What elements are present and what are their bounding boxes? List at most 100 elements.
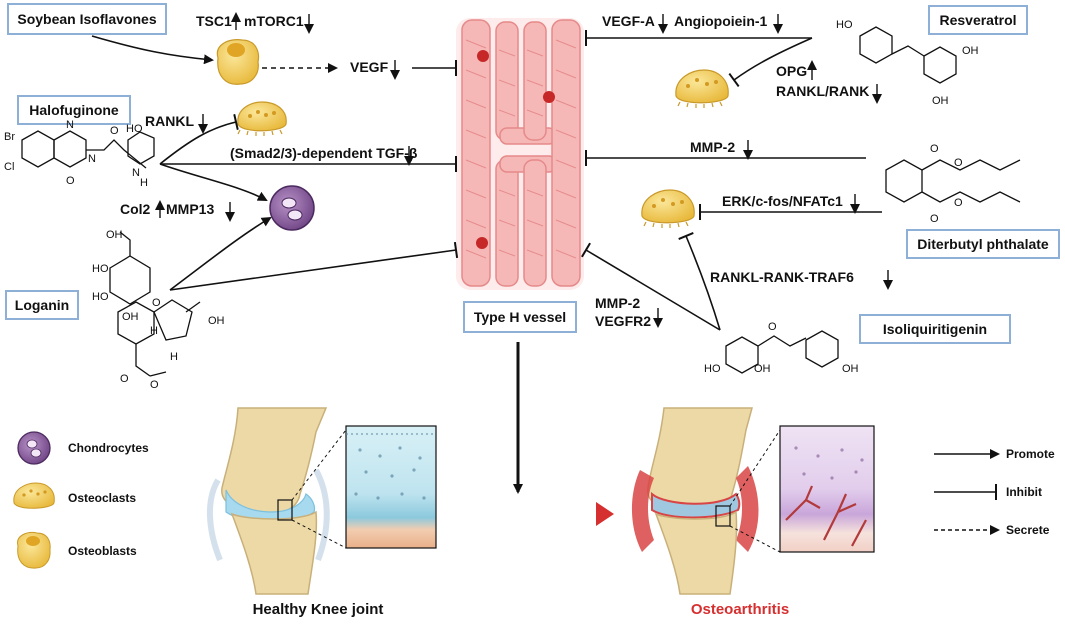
- inhibit-line: [678, 232, 721, 331]
- promote-arrow: [159, 163, 268, 201]
- legend-inhibit-label: Inhibit: [1006, 485, 1042, 499]
- bromine-atom: Br: [4, 131, 15, 143]
- resveratrol-structure: HO OH OH: [836, 19, 979, 107]
- nitrogen-atom: N: [132, 167, 140, 179]
- hydroxyl-group: OH: [962, 45, 979, 57]
- osteoblast-icon: [216, 39, 260, 85]
- hydroxyl-group: OH: [122, 311, 139, 323]
- diterbutyl-phthalate-label: Diterbutyl phthalate: [917, 236, 1049, 252]
- vegf-label: VEGF: [350, 59, 389, 75]
- hydroxyl-group: OH: [932, 95, 949, 107]
- legend-osteoclasts-label: Osteoclasts: [68, 491, 136, 505]
- oxygen-atom: O: [66, 175, 75, 187]
- smad-tgf-label: (Smad2/3)-dependent TGF-β: [230, 145, 418, 161]
- mtorc1-label: mTORC1: [244, 13, 304, 29]
- red-blood-cell: [543, 91, 555, 103]
- pathway-arrows: [91, 30, 882, 494]
- red-blood-cell: [476, 237, 488, 249]
- healthy-knee-illustration: [207, 407, 437, 595]
- soybean-pathway-labels: TSC1 mTORC1 VEGF: [196, 12, 400, 80]
- red-blood-cell: [477, 50, 489, 62]
- oxygen-atom: O: [150, 379, 159, 391]
- hydroxyl-group: OH: [106, 229, 123, 241]
- hydrogen-atom: H: [140, 177, 148, 189]
- osteoclast-icon: [641, 189, 695, 228]
- halofuginone-label: Halofuginone: [29, 102, 119, 118]
- soybean-isoflavones-label: Soybean Isoflavones: [17, 11, 156, 27]
- osteoclast-icon: [237, 101, 287, 136]
- oxygen-atom: O: [930, 143, 939, 155]
- hydroxyl-group: HO: [836, 19, 853, 31]
- legend-chondrocytes-label: Chondrocytes: [68, 441, 149, 455]
- inhibit-line: [728, 37, 813, 88]
- promote-arrow: [169, 216, 272, 291]
- legend-osteoblasts-label: Osteoblasts: [68, 544, 137, 558]
- halofuginone-pathway-labels: RANKL (Smad2/3)-dependent TGF-β Col2 MMP…: [120, 113, 418, 222]
- loganin-box: Loganin: [5, 290, 79, 320]
- oxygen-atom: O: [954, 197, 963, 209]
- oxygen-atom: O: [768, 321, 777, 333]
- diterbutyl-pathway-labels: MMP-2 ERK/c-fos/NFATc1: [690, 139, 860, 214]
- vegfr2-label: VEGFR2: [595, 313, 651, 329]
- chondrocyte-icon: [269, 185, 315, 231]
- chondrocyte-icon: [17, 431, 51, 465]
- rankl-label: RANKL: [145, 113, 194, 129]
- hydroxyl-group: HO: [92, 263, 109, 275]
- osteoclast-icon: [675, 69, 729, 108]
- zoom-region: [277, 499, 293, 521]
- traf6-label: RANKL-RANK-TRAF6: [710, 269, 854, 285]
- tsc1-label: TSC1: [196, 13, 232, 29]
- healthy-knee-title: Healthy Knee joint: [253, 601, 384, 618]
- col2-label: Col2: [120, 201, 151, 217]
- mmp-2-right-label: MMP-2: [690, 139, 735, 155]
- diterbutyl-phthalate-structure: O O O O: [885, 143, 1021, 225]
- type-h-vessel-label: Type H vessel: [474, 309, 566, 325]
- inhibit-line: [581, 242, 721, 331]
- diterbutyl-phthalate-box: Diterbutyl phthalate: [906, 229, 1060, 259]
- legend-secrete-label: Secrete: [1006, 523, 1050, 537]
- soybean-isoflavones-box: Soybean Isoflavones: [7, 3, 167, 35]
- resveratrol-box: Resveratrol: [928, 5, 1028, 35]
- healthy-cartilage-zoom: [345, 425, 437, 549]
- resveratrol-label: Resveratrol: [939, 12, 1016, 28]
- hydroxyl-group: HO: [126, 123, 143, 135]
- hydroxyl-group: HO: [704, 363, 721, 375]
- legend-promote-label: Promote: [1006, 447, 1055, 461]
- angiopoietin-label: Angiopoiein-1: [674, 13, 768, 29]
- hydroxyl-group: HO: [92, 291, 109, 303]
- osteoclast-icon: [13, 482, 55, 509]
- promote-arrow: [91, 35, 214, 65]
- hydrogen-atom: H: [170, 351, 178, 363]
- oxygen-atom: O: [120, 373, 129, 385]
- cell-legend: Chondrocytes Osteoclasts Osteoblasts: [13, 431, 149, 569]
- halofuginone-box: Halofuginone: [17, 95, 131, 125]
- hydroxyl-group: OH: [842, 363, 859, 375]
- hydrogen-atom: H: [150, 325, 158, 337]
- halofuginone-structure: Br Cl N N O O HO N H: [4, 119, 155, 189]
- oxygen-atom: O: [152, 297, 161, 309]
- nitrogen-atom: N: [66, 119, 74, 131]
- resveratrol-pathway-labels: VEGF-A Angiopoiein-1 OPG RANKL/RANK: [602, 13, 882, 104]
- isoliquiritigenin-label: Isoliquiritigenin: [883, 321, 987, 337]
- arrow-legend: [934, 449, 1000, 535]
- erk-label: ERK/c-fos/NFATc1: [722, 193, 843, 209]
- type-h-vessel-box: Type H vessel: [463, 301, 577, 333]
- oxygen-atom: O: [954, 157, 963, 169]
- loganin-label: Loganin: [15, 297, 69, 313]
- oa-knee-illustration: [631, 407, 875, 595]
- hydroxyl-group: OH: [754, 363, 771, 375]
- isoliquiritigenin-pathway-labels: RANKL-RANK-TRAF6 MMP-2 VEGFR2: [595, 269, 893, 329]
- type-h-vessel: [456, 18, 584, 290]
- osteoblast-icon: [17, 532, 51, 569]
- inhibit-line: [159, 113, 239, 165]
- nitrogen-atom: N: [88, 153, 96, 165]
- loganin-structure: OH HO HO OH O OH H H O O: [92, 229, 225, 391]
- chlorine-atom: Cl: [4, 161, 14, 173]
- inhibit-line: [169, 241, 459, 291]
- vegf-a-label: VEGF-A: [602, 13, 655, 29]
- zoom-region: [715, 505, 731, 527]
- mmp13-label: MMP13: [166, 201, 214, 217]
- opg-label: OPG: [776, 63, 807, 79]
